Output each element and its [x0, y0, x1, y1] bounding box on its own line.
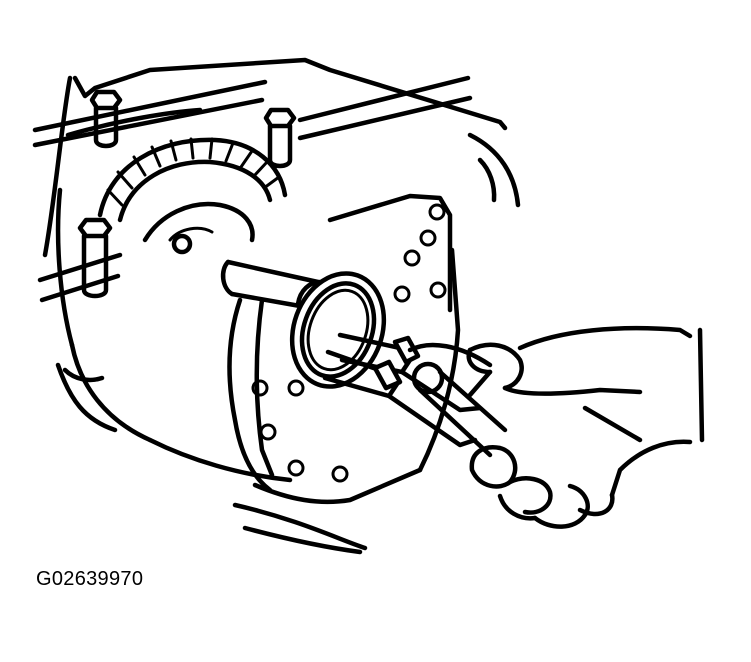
mounting-bolt [77, 217, 113, 299]
carrier-flange [227, 193, 461, 505]
ring-gear [97, 137, 288, 255]
upper-axle-tube [32, 75, 473, 148]
seal-puller-tool [322, 332, 508, 458]
axle-shaft [220, 259, 321, 309]
technician-hand [466, 325, 705, 529]
mounting-bolt [263, 107, 297, 169]
figure-id-label: G02639970 [36, 568, 144, 590]
mounting-bolt [89, 89, 123, 149]
differential-housing-outline [42, 57, 521, 555]
